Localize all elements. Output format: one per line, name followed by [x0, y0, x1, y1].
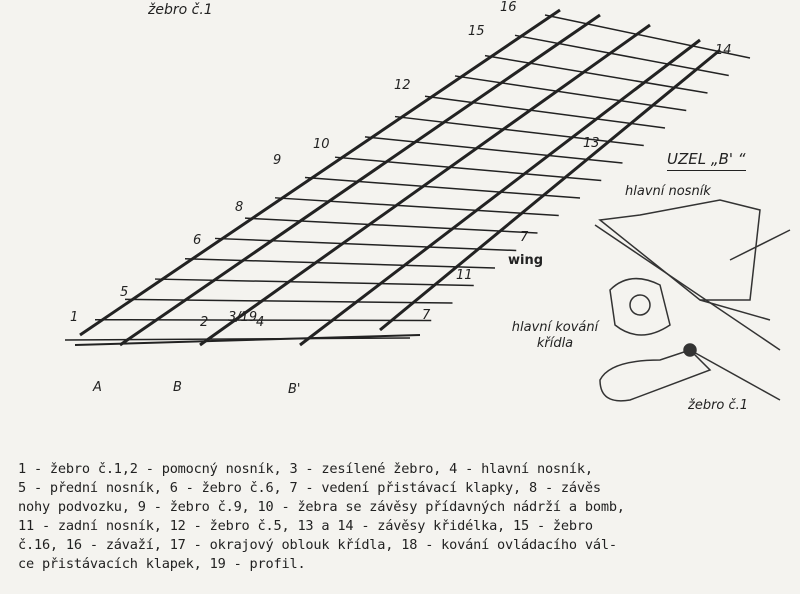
callout-1: 1 [70, 310, 79, 325]
callout-13: 12 [394, 78, 411, 93]
rib-8 [274, 197, 559, 217]
spar-1 [119, 13, 601, 347]
rib-3 [124, 298, 453, 304]
detail-label-main-spar: hlavní nosník [625, 184, 711, 199]
callout-11: 10 [313, 137, 330, 152]
rib-17 [544, 14, 751, 59]
detail-title: UZEL „B' “ [667, 150, 746, 171]
rib-5 [184, 258, 496, 269]
callout-4: 4 [256, 315, 265, 330]
callout-6: 6 [193, 233, 202, 248]
spar-4 [379, 48, 721, 332]
rib-14 [454, 75, 687, 112]
rib-15 [484, 54, 708, 94]
callout-14: 13 [583, 136, 600, 151]
rib-6 [214, 237, 517, 252]
spar-2 [199, 23, 651, 347]
callout-2: 2 [200, 315, 209, 330]
callout-16: 15 [468, 24, 485, 39]
callout-15: 14 [715, 43, 732, 58]
rib-11 [364, 136, 623, 164]
rib-7 [244, 217, 538, 234]
callout-8: 7 [422, 308, 431, 323]
rib-13 [424, 95, 666, 129]
callout-18: A [93, 380, 102, 395]
rib-16 [514, 34, 729, 77]
rib-12 [394, 115, 644, 147]
rib-9 [304, 176, 581, 199]
callout-19: B [173, 380, 182, 395]
top-label: žebro č.1 [148, 2, 213, 19]
callout-12: 11 [456, 268, 473, 283]
callout-10: 9 [273, 153, 282, 168]
detail-node-b-drawing [594, 199, 791, 402]
rib-2 [94, 318, 432, 322]
callout-17: 16 [500, 0, 517, 15]
wing-label: wing [508, 253, 544, 268]
root-rib [74, 334, 421, 346]
callout-7: 7 [520, 230, 529, 245]
callout-3: 3/19 [228, 310, 258, 325]
figure-caption: 1 - žebro č.1,2 - pomocný nosník, 3 - ze… [18, 461, 625, 572]
rib-1 [64, 337, 411, 341]
callout-20: B' [288, 382, 301, 397]
detail-label-main-fitting: hlavní kování křídla [511, 320, 599, 351]
detail-label-rib-1: žebro č.1 [688, 398, 749, 413]
callout-9: 8 [235, 200, 244, 215]
spar-0 [79, 8, 561, 337]
rib-10 [334, 156, 602, 182]
callout-5: 5 [120, 285, 129, 300]
rib-4 [154, 278, 474, 287]
